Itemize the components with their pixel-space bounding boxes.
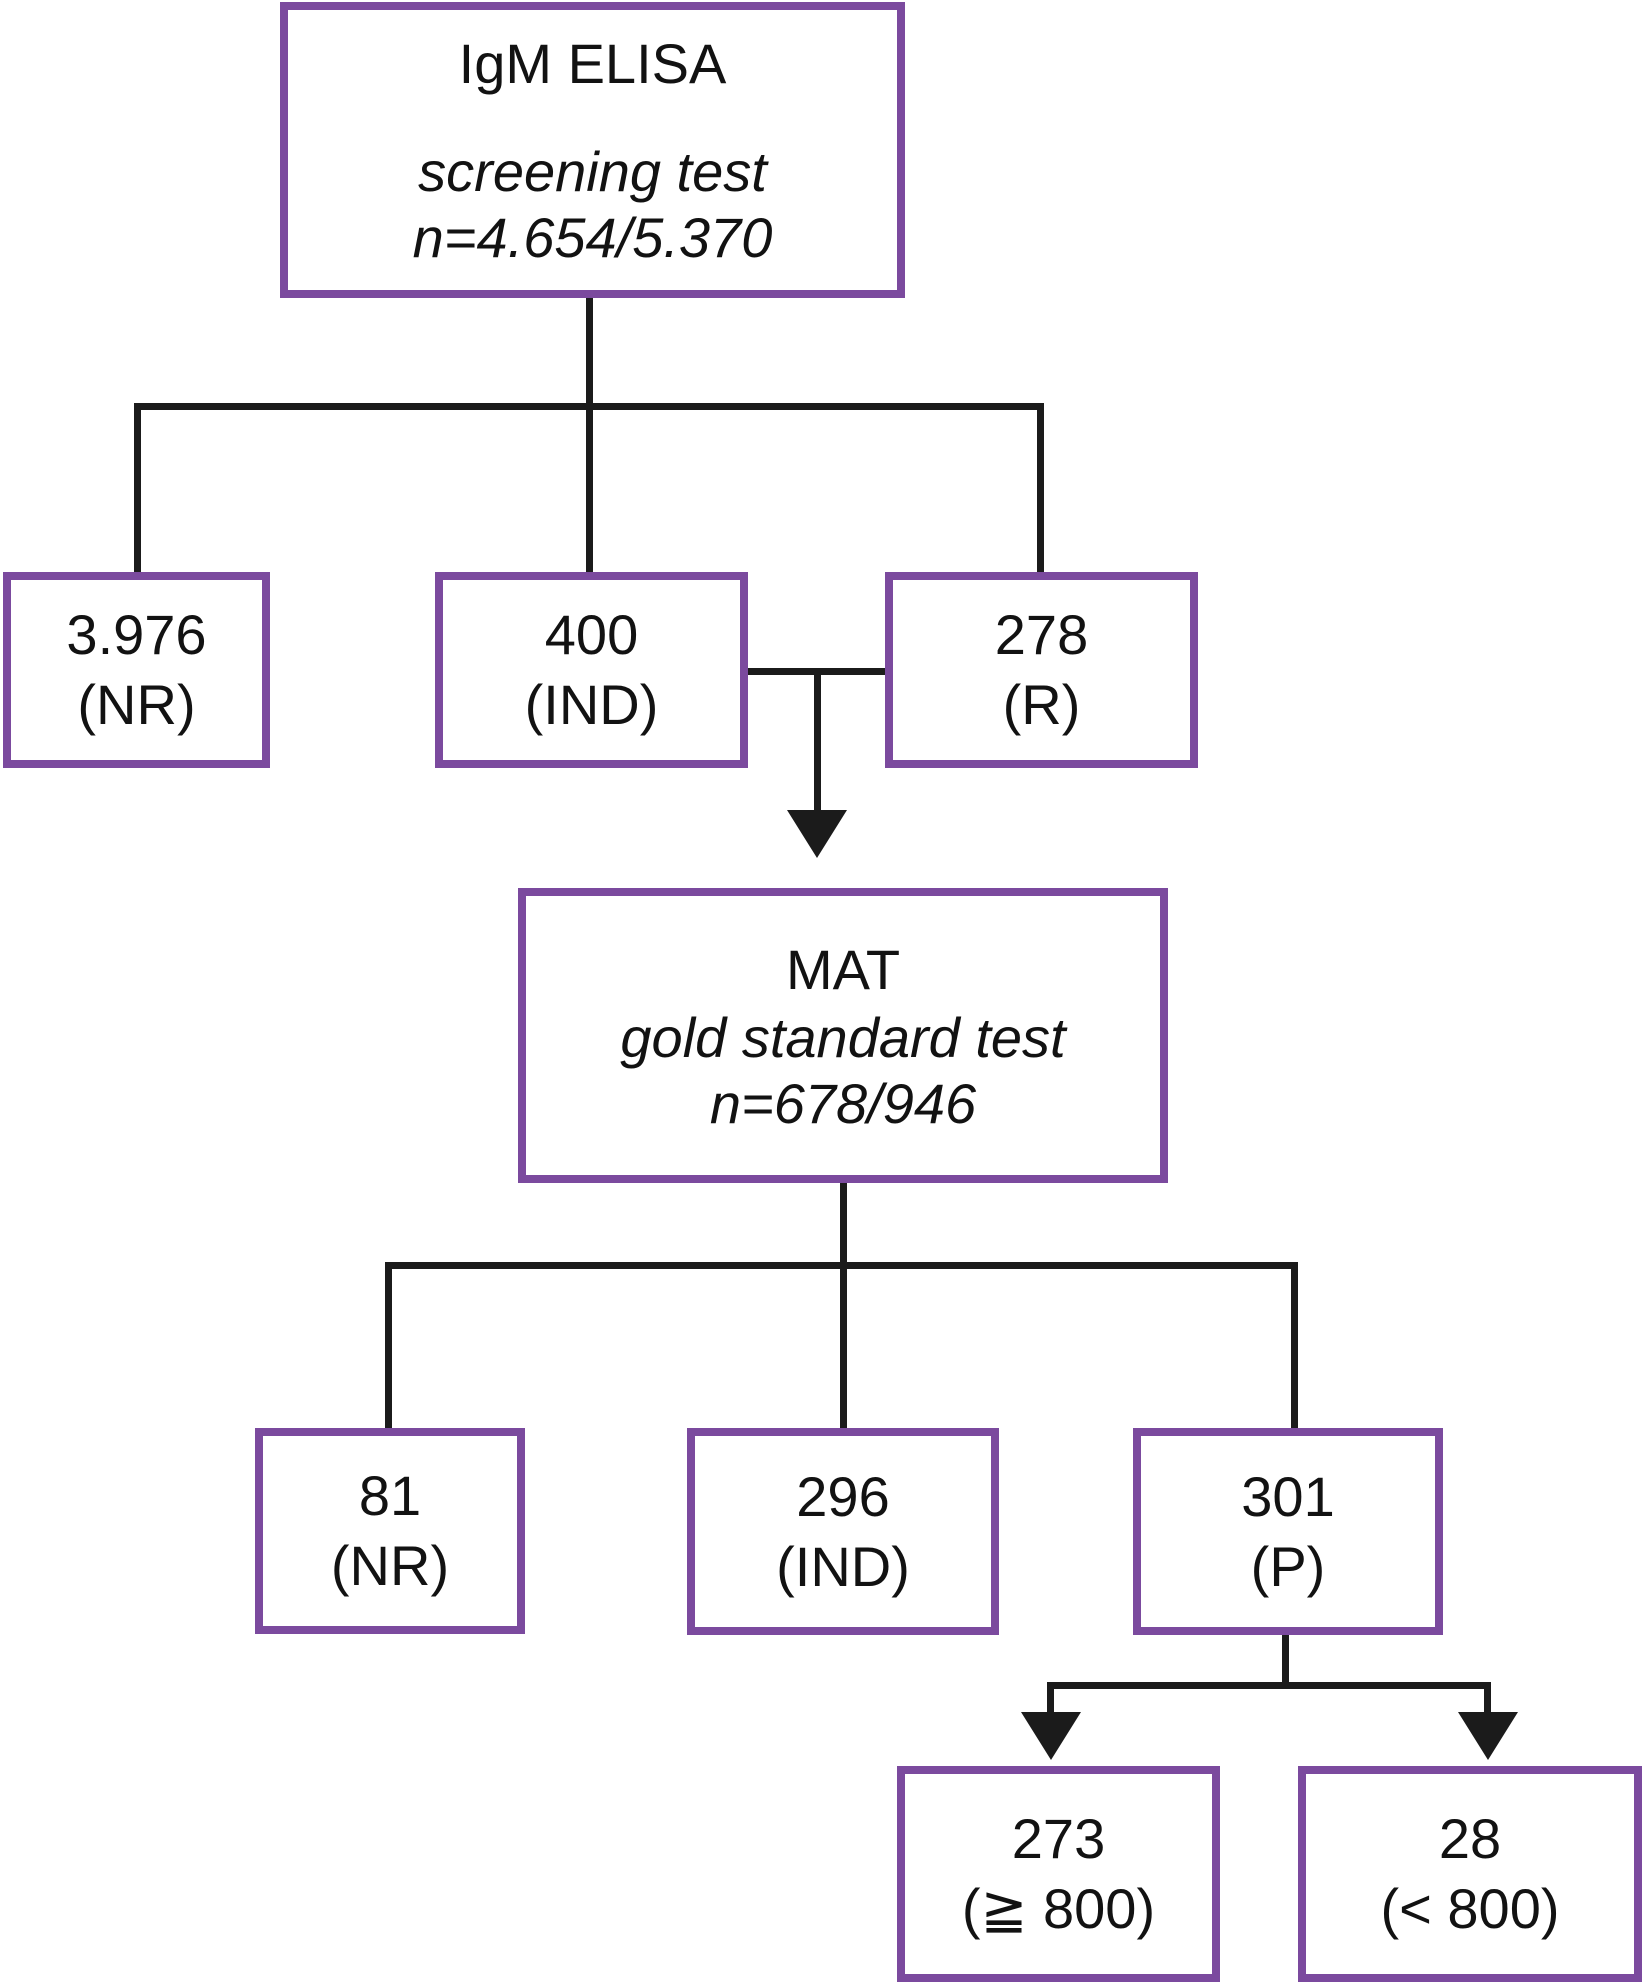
- node-mat-positive-label: (P): [1250, 1534, 1326, 1598]
- node-mat: MAT gold standard test n=678/946: [518, 888, 1168, 1183]
- node-elisa-indeterminate: 400 (IND): [435, 572, 748, 768]
- node-elisa-nonreactive-value: 3.976: [66, 603, 207, 666]
- node-mat-subtitle2: n=678/946: [709, 1071, 977, 1135]
- node-titer-low-label: (< 800): [1380, 1877, 1560, 1940]
- connector-mat-stem: [840, 1183, 847, 1269]
- node-igm-elisa-subtitle1: screening test: [418, 140, 767, 203]
- connector-drop-ind296: [840, 1262, 847, 1428]
- node-titer-high-label: (≧ 800): [961, 1877, 1156, 1940]
- connector-drop-ind: [586, 403, 593, 573]
- node-mat-positive: 301 (P): [1133, 1428, 1443, 1635]
- connector-titer-distributor: [1047, 1682, 1491, 1689]
- node-mat-nonreactive-label: (NR): [330, 1534, 450, 1597]
- node-titer-high-value: 273: [1011, 1807, 1106, 1870]
- node-igm-elisa-title: IgM ELISA: [458, 32, 727, 95]
- node-titer-low-value: 28: [1438, 1807, 1502, 1870]
- node-titer-high: 273 (≧ 800): [897, 1766, 1220, 1982]
- node-mat-indeterminate-value: 296: [796, 1464, 890, 1528]
- node-mat-indeterminate: 296 (IND): [687, 1428, 999, 1635]
- node-elisa-indeterminate-value: 400: [544, 603, 639, 666]
- node-mat-title: MAT: [785, 937, 901, 1001]
- node-mat-subtitle1: gold standard test: [620, 1005, 1066, 1069]
- arrow-to-titer-low-stem: [1484, 1682, 1491, 1714]
- node-mat-indeterminate-label: (IND): [776, 1534, 910, 1598]
- connector-drop-nr: [134, 403, 141, 573]
- node-elisa-indeterminate-label: (IND): [524, 673, 659, 736]
- node-igm-elisa-subtitle2: n=4.654/5.370: [412, 206, 773, 269]
- node-mat-nonreactive-value: 81: [358, 1464, 422, 1527]
- node-titer-low: 28 (< 800): [1298, 1766, 1642, 1982]
- node-igm-elisa: IgM ELISA screening test n=4.654/5.370: [280, 2, 905, 298]
- node-elisa-nonreactive: 3.976 (NR): [3, 572, 270, 768]
- down-arrowhead-titer-high: [1021, 1712, 1081, 1760]
- down-arrowhead-titer-low: [1458, 1712, 1518, 1760]
- connector-drop-r: [1037, 403, 1044, 573]
- node-mat-nonreactive: 81 (NR): [255, 1428, 525, 1634]
- node-elisa-reactive-label: (R): [1002, 673, 1081, 736]
- node-elisa-reactive-value: 278: [994, 603, 1089, 666]
- node-elisa-nonreactive-label: (NR): [77, 673, 196, 736]
- connector-p301-stem: [1282, 1633, 1289, 1689]
- connector-igm-stem: [586, 296, 593, 408]
- down-arrowhead-mat: [787, 810, 847, 858]
- arrow-to-mat-stem: [814, 668, 821, 810]
- arrow-to-titer-high-stem: [1047, 1682, 1054, 1714]
- node-elisa-reactive: 278 (R): [885, 572, 1198, 768]
- node-mat-positive-value: 301: [1241, 1464, 1335, 1528]
- connector-drop-nr81: [385, 1262, 392, 1428]
- connector-drop-p301: [1291, 1262, 1298, 1428]
